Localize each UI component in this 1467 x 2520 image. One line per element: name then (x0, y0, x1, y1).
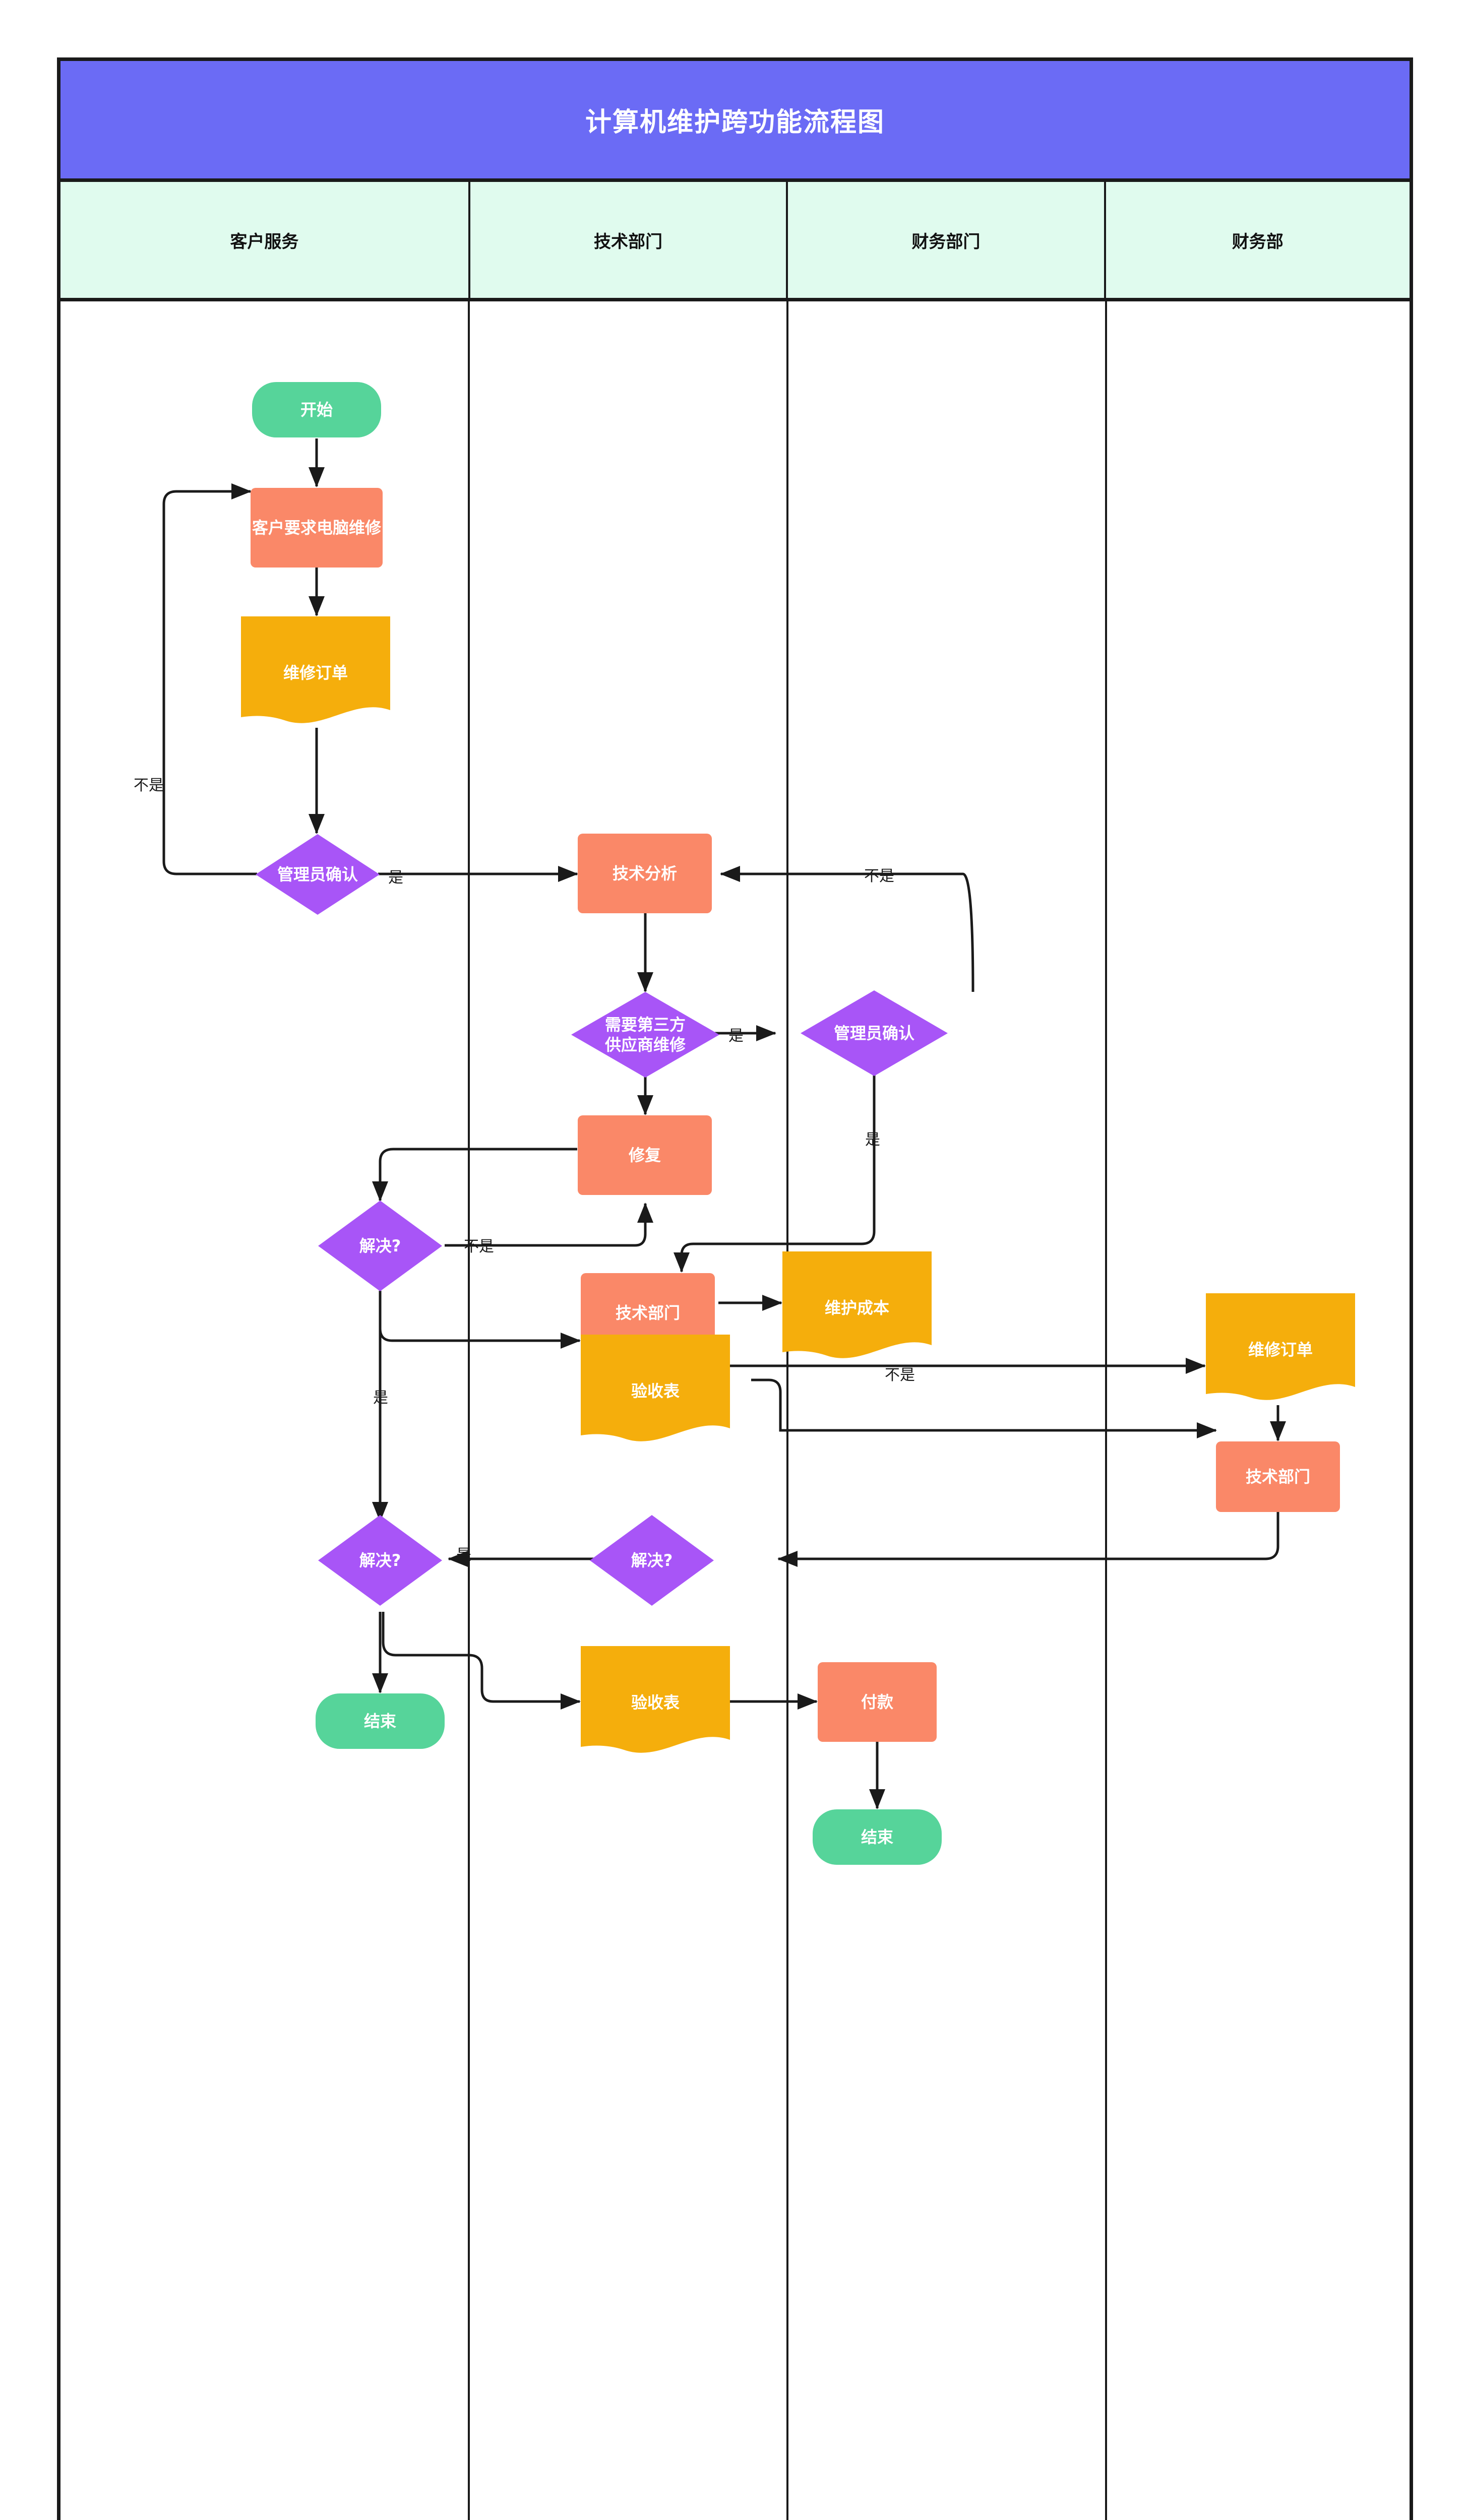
document-shape (581, 1646, 730, 1753)
node-repair[interactable]: 修复 (578, 1115, 712, 1195)
node-repair-order-2[interactable]: 维修订单 (1206, 1293, 1355, 1406)
edge-label-yes-1: 是 (388, 869, 403, 887)
edge-label-no-2: 不是 (864, 867, 894, 885)
lane-header-customer-service[interactable]: 客户服务 (60, 182, 470, 298)
lane-header-tech-dept[interactable]: 技术部门 (470, 182, 788, 298)
diagram-title-bar: 计算机维护跨功能流程图 (60, 61, 1410, 178)
node-acceptance-form-1[interactable]: 验收表 (581, 1335, 730, 1447)
node-label: 验收表 (631, 1693, 680, 1712)
decision-shape (590, 1515, 714, 1606)
node-maintenance-cost[interactable]: 维护成本 (782, 1251, 932, 1364)
document-shape (782, 1251, 932, 1358)
edge-label-yes-3: 是 (865, 1131, 880, 1149)
node-need-third-party-vendor[interactable]: 需要第三方 供应商维修 (571, 992, 719, 1078)
edge-label-yes-5: 是 (456, 1546, 471, 1564)
node-label: 解决? (359, 1551, 401, 1570)
document-shape (581, 1335, 730, 1441)
edge-label-yes-2: 是 (728, 1027, 744, 1045)
node-payment[interactable]: 付款 (818, 1662, 937, 1742)
swimlane-frame: 计算机维护跨功能流程图 客户服务 技术部门 财务部门 财务部 (57, 57, 1413, 2520)
node-label: 结束 (861, 1828, 893, 1847)
node-start[interactable]: 开始 (252, 382, 381, 437)
node-resolved-3[interactable]: 解决? (590, 1515, 714, 1606)
edge-label-yes-4: 是 (373, 1389, 388, 1407)
node-label: 需要第三方 供应商维修 (605, 1015, 686, 1055)
node-label: 解决? (631, 1551, 673, 1570)
lane-header-finance[interactable]: 财务部 (1106, 182, 1410, 298)
node-label: 管理员确认 (277, 865, 358, 884)
node-admin-confirm-1[interactable]: 管理员确认 (256, 834, 380, 915)
node-label: 修复 (628, 1146, 661, 1165)
decision-shape (256, 834, 380, 915)
node-label: 技术部门 (1245, 1467, 1310, 1486)
node-end-1[interactable]: 结束 (316, 1693, 445, 1749)
lane-header-row: 客户服务 技术部门 财务部门 财务部 (60, 178, 1410, 301)
page-title: 计算机维护跨功能流程图 (585, 107, 885, 138)
lane-divider-2 (786, 301, 788, 2520)
edge-label-no-1: 不是 (134, 777, 164, 794)
node-label: 客户要求电脑维修 (252, 518, 381, 537)
document-shape (241, 616, 390, 723)
document-shape (1206, 1293, 1355, 1400)
decision-shape (318, 1515, 442, 1606)
lane-header-finance-dept[interactable]: 财务部门 (788, 182, 1106, 298)
node-customer-repair-request[interactable]: 客户要求电脑维修 (251, 488, 383, 568)
lane-header-label: 客户服务 (230, 231, 299, 252)
node-resolved-1[interactable]: 解决? (318, 1201, 442, 1291)
lane-header-label: 财务部 (1232, 231, 1283, 252)
node-label: 管理员确认 (833, 1024, 914, 1043)
node-acceptance-form-2[interactable]: 验收表 (581, 1646, 730, 1759)
edge-label-no-3: 不是 (464, 1238, 494, 1255)
decision-shape (318, 1201, 442, 1291)
edge-label-no-4: 不是 (885, 1366, 915, 1384)
swimlane-body: 开始 客户要求电脑维修 维修订单 管理员确认 解决? 解决? (60, 301, 1410, 2520)
node-technical-analysis[interactable]: 技术分析 (578, 834, 712, 913)
node-label: 结束 (363, 1712, 396, 1731)
node-repair-order-1[interactable]: 维修订单 (241, 616, 390, 729)
node-resolved-2[interactable]: 解决? (318, 1515, 442, 1606)
node-label: 解决? (359, 1236, 401, 1255)
node-label: 维护成本 (824, 1298, 889, 1317)
lane-header-label: 技术部门 (594, 231, 663, 252)
node-label: 技术分析 (612, 864, 677, 883)
lane-header-label: 财务部门 (911, 231, 981, 252)
node-label: 验收表 (631, 1381, 680, 1401)
node-label-line1: 需要第三方 (604, 1015, 686, 1034)
node-label: 维修订单 (1248, 1340, 1313, 1359)
node-end-2[interactable]: 结束 (813, 1809, 942, 1865)
connector-layer (162, 438, 1287, 1810)
node-label: 付款 (861, 1692, 893, 1712)
lane-divider-1 (468, 301, 470, 2520)
node-admin-confirm-2[interactable]: 管理员确认 (801, 990, 948, 1076)
node-label: 技术部门 (615, 1303, 680, 1322)
decision-shape (571, 992, 719, 1078)
node-tech-dept-2[interactable]: 技术部门 (1216, 1441, 1340, 1512)
node-label-line2: 供应商维修 (604, 1035, 686, 1054)
decision-shape (801, 990, 948, 1076)
node-label: 维修订单 (283, 663, 348, 682)
lane-divider-3 (1105, 301, 1107, 2520)
node-label: 开始 (300, 400, 333, 419)
